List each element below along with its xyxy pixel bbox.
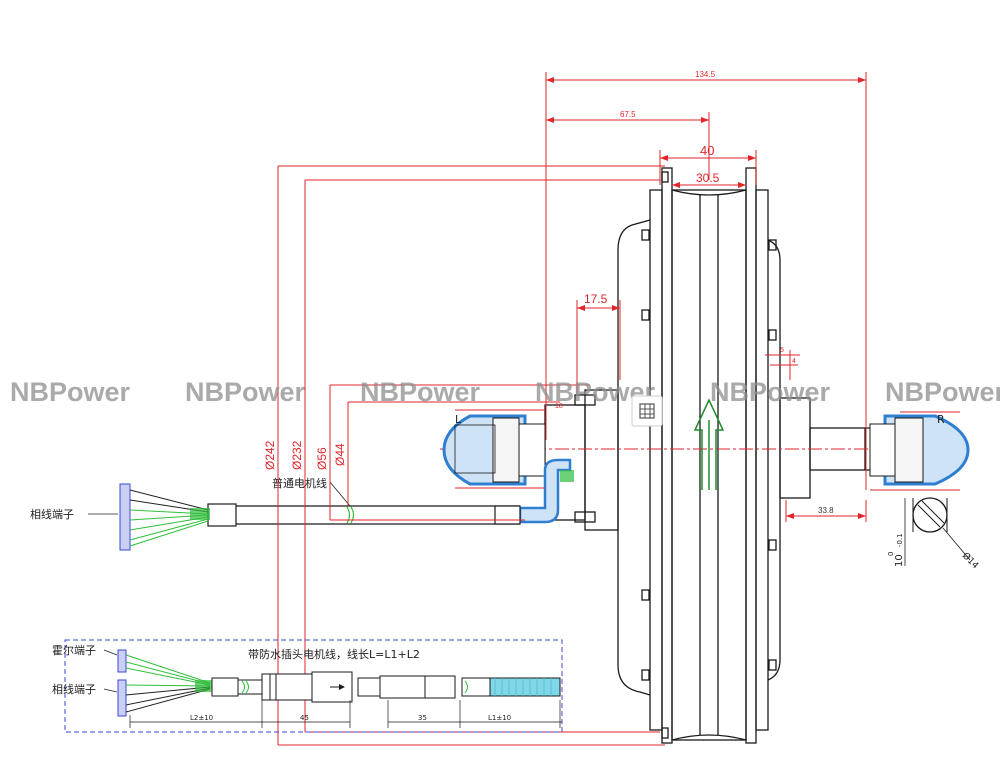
dim-5: 5 <box>780 347 784 354</box>
label-phase-terminal: 相线端子 <box>30 507 74 521</box>
label-right-nut: R <box>937 413 945 426</box>
dimension-arrowheads <box>546 77 866 519</box>
dim-10-lower-tol: -0.1 <box>896 533 904 547</box>
right-nut <box>869 414 970 486</box>
dim-dia-14: Ø14 <box>960 550 981 571</box>
axle-section-detail: Ø14 10 0 -0.1 <box>887 497 981 571</box>
dim-dia-232: Ø232 <box>290 440 304 470</box>
dim-dia-56: Ø56 <box>315 447 329 470</box>
dim-35: 35 <box>418 714 427 722</box>
label-left-nut: L <box>455 413 462 426</box>
dim-l2: L2±10 <box>190 714 213 722</box>
dim-67-5: 67.5 <box>620 110 636 119</box>
rotation-arrow <box>693 398 725 490</box>
dim-dia-44: Ø44 <box>333 443 347 466</box>
left-nut <box>442 414 546 486</box>
dim-l1: L1±10 <box>488 714 511 722</box>
dim-4: 4 <box>792 358 796 365</box>
phase-wire-fan <box>119 483 210 551</box>
watermark-text: NBPower <box>10 377 131 407</box>
dim-dia-242: Ø242 <box>263 440 277 470</box>
dim-18: 18 <box>555 403 563 410</box>
watermark-text: NBPower <box>360 377 481 407</box>
label-waterproof-cable: 带防水插头电机线，线长L=L1+L2 <box>248 647 420 661</box>
label-hall-terminal: 霍尔端子 <box>52 644 96 657</box>
dim-17-5: 17.5 <box>584 292 608 306</box>
dimension-lines <box>277 72 960 746</box>
motor-hub <box>544 167 901 744</box>
label-ordinary-cable: 普通电机线 <box>272 476 327 490</box>
dim-45: 45 <box>300 714 309 722</box>
watermark-text: NBPower <box>885 377 1000 407</box>
dim-10: 10 <box>894 554 905 567</box>
dim-40: 40 <box>700 143 714 158</box>
dimension-labels: 134.5 67.5 40 30.5 17.5 5 4 18 33.8 Ø242… <box>263 70 834 515</box>
dim-10-upper-tol: 0 <box>887 552 895 556</box>
watermark-text: NBPower <box>185 377 306 407</box>
dim-33-8: 33.8 <box>818 506 834 515</box>
cable-exit-elbow <box>518 458 574 524</box>
dim-134-5: 134.5 <box>695 70 716 79</box>
waterproof-cable-detail: L2±10 45 35 L1±10 <box>64 639 563 733</box>
label-phase-terminal-2: 相线端子 <box>52 682 96 696</box>
dim-30-5: 30.5 <box>696 171 720 185</box>
table-grid-icon[interactable] <box>631 395 663 427</box>
watermark-text: NBPower <box>710 377 831 407</box>
ordinary-motor-cable <box>207 503 521 527</box>
